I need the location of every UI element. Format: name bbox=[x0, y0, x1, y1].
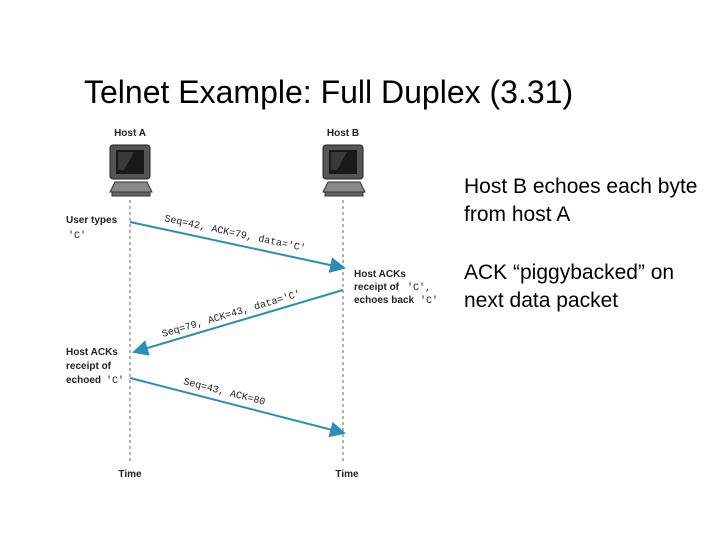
host-b-label: Host B bbox=[327, 128, 359, 139]
host-a-note-line1: Host ACKs bbox=[66, 347, 118, 358]
host-a-note-char: 'C' bbox=[106, 375, 124, 387]
message-arrow-2 bbox=[134, 290, 343, 352]
user-types-label: User types bbox=[66, 215, 118, 226]
host-a-time-label: Time bbox=[118, 469, 142, 480]
message-arrow-3 bbox=[130, 378, 344, 433]
host-a-note-line2: receipt of bbox=[66, 361, 112, 372]
host-b-note-char2: 'C' bbox=[420, 295, 438, 307]
host-a-note-line3: echoed bbox=[66, 375, 101, 386]
host-b-computer-icon bbox=[323, 145, 365, 196]
host-b-note-line3: echoes back bbox=[354, 295, 414, 306]
user-types-char: 'C' bbox=[68, 230, 86, 242]
host-a-computer-icon bbox=[110, 145, 152, 196]
host-a-label: Host A bbox=[114, 128, 146, 139]
host-b-time-label: Time bbox=[335, 469, 359, 480]
message-label-3: Seq=43, ACK=80 bbox=[182, 377, 266, 409]
message-label-2: Seq=79, ACK=43, data='C' bbox=[161, 288, 303, 340]
host-b-note-line1: Host ACKs bbox=[354, 269, 406, 280]
host-b-note-line2: receipt of bbox=[354, 282, 400, 293]
host-b-note-char1: 'C', bbox=[407, 282, 431, 294]
